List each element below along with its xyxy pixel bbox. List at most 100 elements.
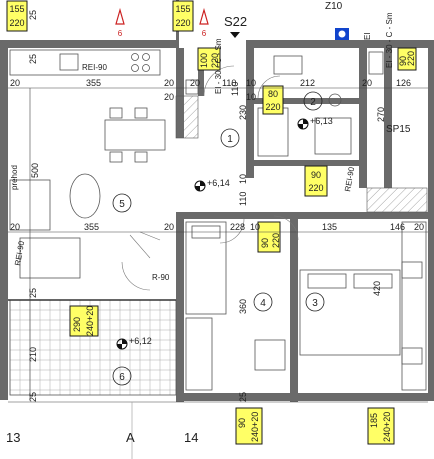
room-circle-2 — [303, 91, 323, 111]
tag-width: 90 — [260, 238, 270, 248]
room-circle-5 — [112, 193, 132, 213]
wall-room4-top — [184, 212, 242, 215]
tag-width: 290 — [72, 317, 82, 332]
dim-text: 10 — [238, 174, 248, 184]
dim-text: 20 — [414, 222, 424, 232]
pillow-double-2 — [353, 273, 393, 289]
tag-box — [397, 47, 417, 71]
dim-text: 25 — [28, 54, 38, 64]
tag-height: 220 — [175, 18, 190, 28]
door-leaf-2 — [139, 231, 161, 241]
toilet — [328, 93, 342, 107]
furniture — [9, 49, 427, 391]
wall-mid-horizontal — [176, 212, 430, 219]
wall-room4-left — [176, 212, 184, 402]
wall-label-rei90-mid: REI-90 — [343, 166, 356, 193]
tag-box — [172, 0, 194, 32]
top-wall-left — [0, 40, 176, 48]
dim-text: 20 — [164, 92, 174, 102]
tag-height: 220 — [271, 233, 281, 248]
pillow-double-1 — [307, 273, 347, 289]
dim-text: 20 — [164, 222, 174, 232]
room-circle-4 — [253, 292, 273, 312]
door-tag-window-room4: 90 240+20 — [235, 407, 263, 445]
dim-text: 20 — [164, 78, 174, 88]
level-marker-1: +6,13 — [297, 116, 333, 130]
level-text: +6,14 — [207, 178, 230, 188]
grid-axis-a: A — [126, 430, 135, 445]
hatched-columns — [0, 40, 428, 213]
column-shaft — [175, 95, 199, 139]
desk-room4 — [254, 339, 286, 371]
wall-sp15-right — [384, 48, 392, 188]
room-number-6: 6 — [119, 372, 125, 383]
door-swing-entry — [203, 65, 235, 97]
wardrobe-room4 — [185, 317, 213, 391]
room-numbers — [112, 91, 325, 386]
door-tag-window-room3: 185 240+20 — [367, 407, 395, 445]
nightstand-2 — [401, 347, 423, 365]
dim-text: 360 — [238, 299, 248, 314]
door-tag-room4: 90 220 — [257, 221, 281, 253]
tag-box — [367, 407, 395, 445]
door-tag-bath: 80 220 — [262, 85, 284, 115]
wall-sp15-left — [359, 48, 367, 188]
dimension-texts: 20 355 20 110 10 212 20 126 25 230 270 5… — [10, 10, 424, 402]
wall-right-edge — [428, 40, 434, 400]
wall-label-shaft-right: EI - 30 - C - Sm — [385, 12, 394, 68]
tag-height: 220 — [9, 18, 24, 28]
fire-marker-2: 6 — [199, 7, 209, 38]
dim-text: 20 — [10, 78, 20, 88]
wall-room5-bottom — [0, 290, 8, 400]
dim-text: 228 — [230, 222, 245, 232]
dim-text: 110 — [222, 78, 236, 88]
room-number-1: 1 — [227, 134, 233, 145]
stair-label: S22 — [224, 14, 247, 29]
level-marker-3: +6,12 — [116, 336, 152, 350]
dim-text: 25 — [28, 288, 38, 298]
stove-burner-4 — [142, 64, 150, 72]
dim-text: 135 — [322, 222, 337, 232]
tag-width: 90 — [398, 56, 408, 66]
door-swing-room3 — [273, 215, 299, 241]
bathtub — [257, 107, 289, 157]
dimension-lines — [8, 87, 428, 403]
shaft-box — [185, 79, 199, 95]
grid-axis-13: 13 — [6, 430, 20, 445]
tag-box — [235, 407, 263, 445]
stair-arrow-icon — [230, 32, 240, 38]
level-icon-fill — [195, 181, 205, 191]
door-tag-hall: 90 220 — [304, 165, 328, 197]
dim-text: 126 — [396, 78, 411, 88]
wall-label-r90: R-90 — [152, 273, 170, 282]
tag-width: 155 — [175, 4, 190, 14]
room-number-4: 4 — [260, 298, 266, 309]
tag-box — [262, 85, 284, 115]
distribution-box-icon — [335, 28, 349, 40]
tag-width: 90 — [237, 418, 247, 428]
room-circle-3 — [305, 292, 325, 312]
dim-text: 212 — [300, 78, 315, 88]
dim-text: 210 — [28, 347, 38, 362]
washer — [314, 117, 352, 155]
kitchen-counter — [9, 49, 161, 76]
room-circle-1 — [220, 128, 240, 148]
door-swing-bath — [257, 75, 281, 99]
dim-text: 270 — [376, 107, 386, 122]
chair-1 — [109, 107, 123, 119]
room-circle-6 — [112, 366, 132, 386]
dim-text: 25 — [28, 10, 38, 20]
column-sp15 — [366, 187, 428, 213]
bath-sink — [273, 55, 303, 75]
dim-text: 355 — [84, 222, 99, 232]
fire-icon — [115, 7, 125, 25]
room-number-5: 5 — [119, 199, 125, 210]
level-icon-fill — [117, 339, 127, 349]
wall-bath-top — [254, 98, 359, 104]
tag-height: 220 — [308, 183, 323, 193]
box-dot — [338, 30, 346, 38]
left-note: prehod — [10, 165, 19, 190]
dim-text: 355 — [86, 78, 101, 88]
room-name-sp15: SP15 — [386, 124, 411, 135]
